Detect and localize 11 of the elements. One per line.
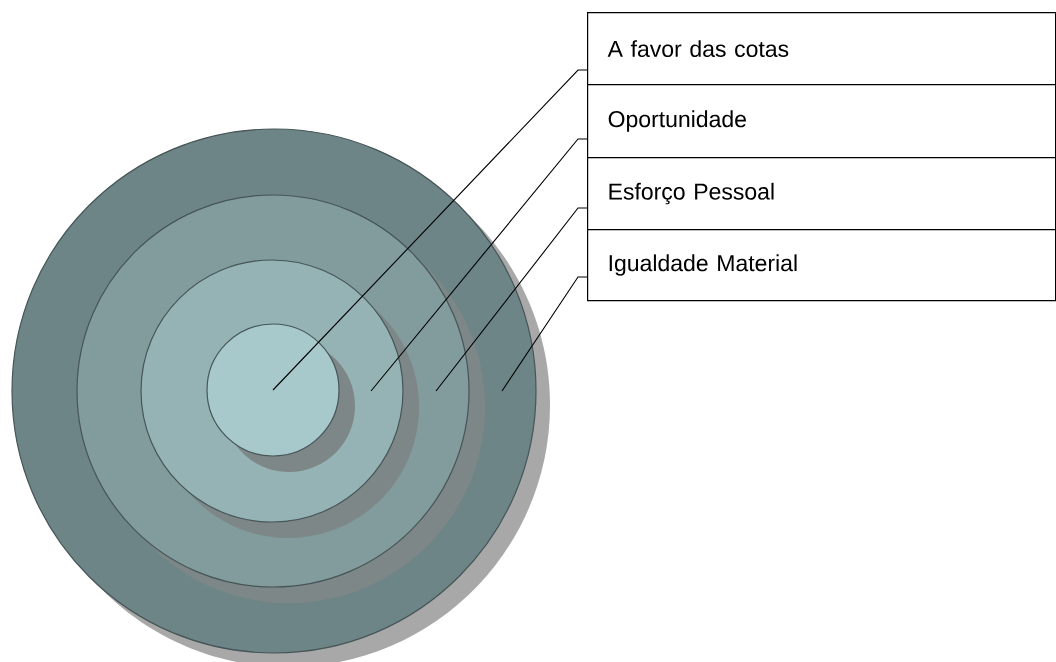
node-label: Esforço Pessoal	[609, 182, 774, 205]
label-box: Oportunidade	[587, 84, 1056, 159]
leader-line	[370, 138, 588, 392]
node-label: Oportunidade	[608, 110, 746, 132]
label-box: Esforço Pessoal	[587, 157, 1056, 231]
ring-circle	[206, 323, 340, 457]
leader-line	[272, 69, 588, 391]
leader-line	[435, 207, 588, 392]
label-box: A favor das cotas	[587, 12, 1056, 86]
label-box: Igualdade Material	[587, 229, 1056, 302]
leader-line	[501, 276, 588, 392]
